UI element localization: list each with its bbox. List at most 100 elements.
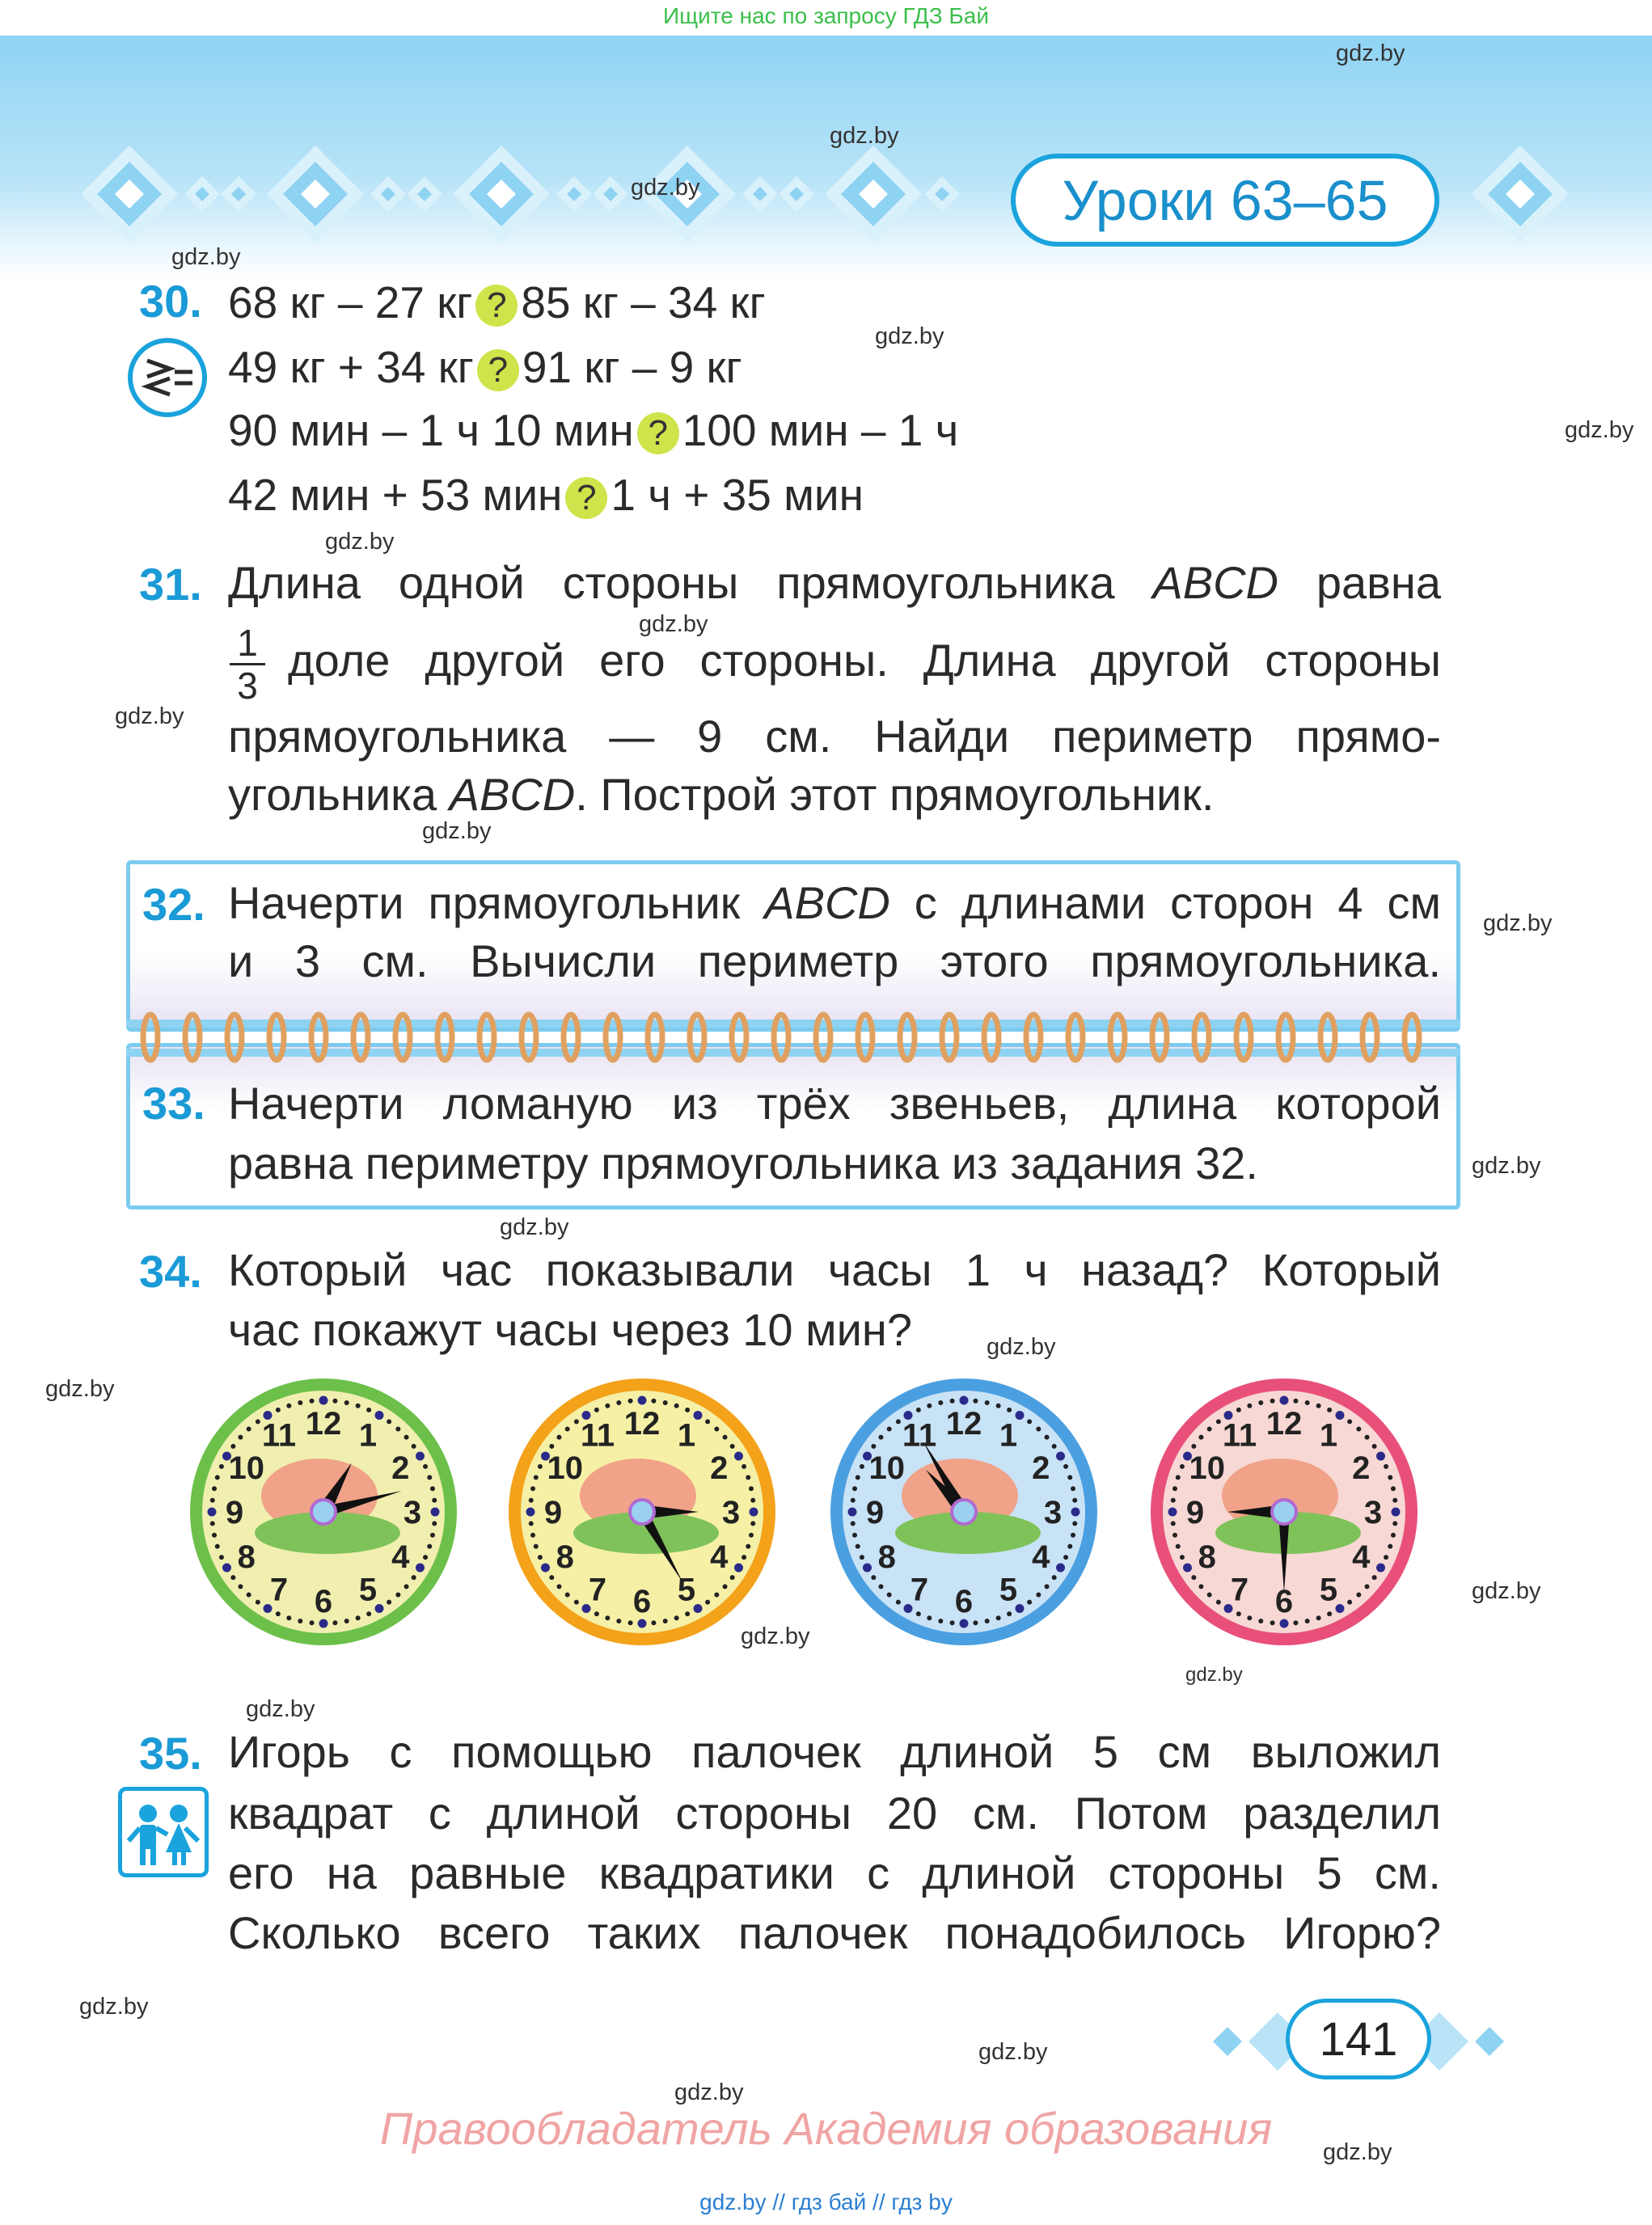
clock-numeral: 3 bbox=[1364, 1495, 1382, 1530]
clock-tick bbox=[528, 1497, 534, 1503]
clock-tick bbox=[871, 1575, 877, 1581]
clock-tick bbox=[674, 1403, 679, 1408]
task-32-number: 32. bbox=[142, 879, 205, 930]
task-31-number: 31. bbox=[139, 559, 202, 610]
clock-tick bbox=[218, 1463, 224, 1469]
watermark: gdz.by bbox=[500, 1214, 569, 1240]
clock-numeral: 10 bbox=[868, 1450, 905, 1486]
clock-tick bbox=[1044, 1434, 1050, 1440]
clock-tick bbox=[1391, 1507, 1401, 1517]
question-badge: ? bbox=[565, 477, 608, 520]
clock-tick bbox=[693, 1604, 703, 1614]
clock-tick bbox=[1293, 1620, 1299, 1626]
clock-tick bbox=[530, 1532, 536, 1538]
task-32-line-1: Начерти прямоугольник ABCD с длинами сто… bbox=[228, 877, 1441, 928]
clock-tick bbox=[637, 1619, 647, 1628]
watermark: gdz.by bbox=[674, 2079, 744, 2105]
clock-tick bbox=[722, 1584, 728, 1590]
clock-tick bbox=[995, 1403, 1001, 1408]
clock-tick bbox=[212, 1486, 218, 1492]
clock-tick bbox=[556, 1434, 562, 1440]
hour-hand bbox=[642, 1505, 699, 1519]
rights-holder: Правообладатель Академия образования bbox=[379, 2103, 1273, 2154]
clock-numeral: 1 bbox=[359, 1418, 377, 1454]
clock-tick bbox=[387, 1419, 392, 1425]
top-note: Ищите нас по запросу ГДЗ Бай bbox=[662, 3, 990, 28]
clock-tick bbox=[255, 1419, 260, 1425]
clock-numeral: 6 bbox=[1275, 1584, 1293, 1619]
clock-numeral: 11 bbox=[581, 1418, 615, 1454]
clock-tick bbox=[395, 1426, 401, 1432]
expr-right: 100 мин – 1 ч bbox=[682, 405, 959, 455]
clock-tick bbox=[1067, 1475, 1073, 1480]
watermark: gdz.by bbox=[115, 703, 184, 729]
clock-tick bbox=[927, 1615, 932, 1621]
watermark: gdz.by bbox=[422, 818, 492, 844]
clock-tick bbox=[1371, 1443, 1377, 1449]
expr-right: 1 ч + 35 мин bbox=[611, 470, 864, 520]
clock-tick bbox=[573, 1599, 579, 1605]
expr-right: 91 кг – 9 кг bbox=[522, 342, 742, 392]
clock-center bbox=[628, 1498, 656, 1526]
clock-tick bbox=[403, 1434, 409, 1440]
clock-tick bbox=[564, 1426, 570, 1432]
question-badge: ? bbox=[475, 285, 518, 327]
clock-tick bbox=[549, 1575, 555, 1581]
footer-links[interactable]: gdz.by // гдз бай // гдз by bbox=[699, 2189, 953, 2214]
clock-tick bbox=[423, 1463, 429, 1469]
clock-numeral: 10 bbox=[547, 1450, 583, 1486]
clock-tick bbox=[1056, 1563, 1066, 1573]
clock-tick bbox=[530, 1486, 536, 1492]
clock-tick bbox=[1168, 1507, 1177, 1517]
clock-tick bbox=[1371, 1575, 1377, 1581]
clock-tick bbox=[416, 1563, 425, 1573]
clock-numeral: 3 bbox=[1044, 1495, 1062, 1530]
clock-tick bbox=[1376, 1563, 1386, 1573]
clock-tick bbox=[1384, 1463, 1389, 1469]
clock-tick bbox=[1198, 1584, 1204, 1590]
clock-tick bbox=[895, 1419, 901, 1425]
clock-numeral: 1 bbox=[1320, 1418, 1337, 1454]
watermark: gdz.by bbox=[741, 1623, 810, 1649]
map-bottom-icon bbox=[573, 1512, 719, 1554]
clock-numeral: 4 bbox=[1352, 1539, 1371, 1575]
watermark: gdz.by bbox=[631, 175, 700, 201]
watermark: gdz.by bbox=[875, 323, 944, 349]
clock-tick bbox=[540, 1563, 550, 1573]
watermark: gdz.by bbox=[639, 611, 708, 637]
map-bottom-icon bbox=[895, 1512, 1041, 1554]
clock-tick bbox=[605, 1615, 611, 1621]
clock-tick bbox=[750, 1521, 756, 1526]
clock-tick bbox=[1215, 1599, 1221, 1605]
clock-tick bbox=[1175, 1475, 1181, 1480]
fraction-one-third: 1 3 bbox=[230, 623, 265, 706]
clock-tick bbox=[1027, 1419, 1033, 1425]
clock-tick bbox=[298, 1618, 303, 1623]
map-bottom-icon bbox=[255, 1512, 400, 1554]
clock-tick bbox=[1072, 1521, 1078, 1526]
clock-tick bbox=[750, 1497, 756, 1503]
clock-tick bbox=[651, 1398, 657, 1404]
clock-tick bbox=[1356, 1426, 1362, 1432]
clock-numeral: 8 bbox=[878, 1539, 896, 1575]
expr-right: 85 кг – 34 кг bbox=[521, 277, 766, 327]
clock-tick bbox=[850, 1521, 856, 1526]
clock-tick bbox=[1258, 1400, 1264, 1406]
clock-tick bbox=[1182, 1563, 1192, 1573]
clock-tick bbox=[850, 1497, 856, 1503]
clock-tick bbox=[903, 1410, 913, 1420]
clock-tick bbox=[995, 1615, 1001, 1621]
clock-tick bbox=[246, 1426, 251, 1432]
clock-tick bbox=[855, 1543, 860, 1549]
clock-tick bbox=[1335, 1604, 1345, 1614]
clock-numeral: 2 bbox=[1032, 1450, 1050, 1486]
compare-signs-icon bbox=[128, 338, 207, 417]
clock-tick bbox=[1027, 1599, 1033, 1605]
clock-numeral: 2 bbox=[710, 1450, 728, 1486]
clock-tick bbox=[286, 1615, 292, 1621]
clock-tick bbox=[729, 1443, 735, 1449]
question-badge: ? bbox=[476, 349, 519, 392]
clock-numeral: 10 bbox=[1189, 1450, 1225, 1486]
clock-tick bbox=[1036, 1426, 1041, 1432]
